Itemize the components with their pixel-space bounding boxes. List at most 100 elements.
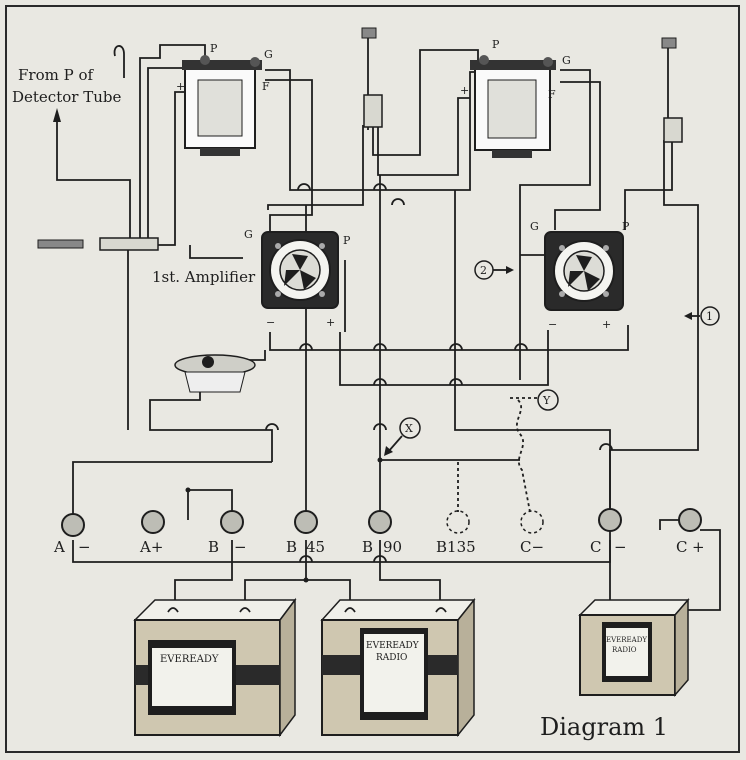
rheostat — [174, 354, 256, 393]
jack2-to-t2-p — [372, 49, 479, 156]
crossover-hop — [373, 183, 387, 191]
terminal-post-icon — [543, 57, 553, 67]
crossover-hop — [449, 343, 463, 351]
b45-battery-a — [244, 540, 307, 600]
battery-brand: EVEREADY — [606, 636, 647, 644]
pin-g-label: G — [530, 220, 539, 233]
terminal-label: B — [362, 538, 373, 556]
terminal-label: C — [676, 538, 687, 556]
t1-g-wire — [265, 69, 478, 191]
terminal-label: C− — [520, 538, 544, 556]
callout-2-label: 2 — [480, 264, 487, 277]
pin-plus-label: + — [460, 84, 469, 97]
terminal-label: B — [208, 538, 219, 556]
crossover-hop — [265, 423, 279, 431]
pin-plus-label: + — [176, 80, 185, 93]
terminal-label: C — [590, 538, 601, 556]
from-p-label: From P of — [18, 66, 94, 84]
crossovers — [185, 183, 613, 583]
tube-socket-icon — [568, 255, 600, 291]
jack-1 — [37, 237, 159, 251]
battery-b2: EVEREADY RADIO — [320, 597, 476, 738]
crossover-hop — [449, 378, 463, 386]
pin-g-label: G — [562, 54, 571, 67]
amp1-grid-wire — [189, 245, 243, 259]
transformer-1: P G + F — [176, 42, 273, 156]
terminal-post-icon — [368, 510, 392, 534]
wire-1 — [609, 140, 699, 510]
b90-battery — [379, 540, 441, 605]
terminal-row — [61, 508, 702, 537]
pin-p-label: P — [210, 42, 218, 55]
terminal-post-icon — [61, 513, 85, 537]
terminal-label: − — [78, 538, 91, 556]
terminal-post-icon — [200, 55, 210, 65]
b-minus-battery — [174, 540, 233, 600]
wires — [53, 30, 721, 611]
amplifier-socket-2: G P − + — [530, 220, 630, 331]
a-minus-feed — [72, 461, 272, 530]
terminal-label: B — [286, 538, 297, 556]
detector-lead-wire — [56, 120, 131, 245]
callout-y-label: Y — [542, 394, 551, 407]
jack3-to-amp2-p — [624, 140, 673, 230]
terminal-label: A — [53, 538, 65, 556]
pin-minus-label: − — [266, 316, 275, 329]
callout-x-label: X — [405, 422, 413, 435]
terminal-label: 90 — [383, 538, 402, 556]
pin-g-label: G — [264, 48, 273, 61]
crossover-hop — [373, 343, 387, 351]
jack-2 — [361, 27, 383, 128]
b45-battery-b — [306, 579, 351, 600]
terminal-post-icon — [220, 510, 244, 534]
jack1-aux — [152, 91, 190, 246]
terminal-label: − — [614, 538, 627, 556]
c-minus-lead — [454, 190, 611, 510]
pin-g-label: G — [244, 228, 253, 241]
callout-x: X — [384, 417, 421, 456]
crossover-hop — [514, 343, 528, 351]
pin-f-label: F — [548, 88, 556, 101]
rheostat-to-a — [149, 385, 273, 462]
a-plus-b-minus-jumper — [187, 489, 233, 520]
pin-plus-label: + — [326, 316, 335, 329]
first-amplifier-label: 1st. Amplifier — [152, 268, 256, 286]
crossover-hop — [373, 423, 387, 431]
callout-y: Y — [537, 389, 559, 411]
t1-f-wire — [265, 79, 313, 232]
pin-f-label: F — [262, 80, 270, 93]
pin-minus-label: − — [548, 318, 557, 331]
callout-2: 2 — [474, 260, 514, 280]
transformer-2: P G + F — [460, 38, 571, 158]
terminal-post-icon — [678, 508, 702, 532]
terminal-label: + — [692, 538, 705, 556]
t2-f-wire — [554, 81, 601, 230]
junction-dot — [185, 487, 191, 493]
c-minus-dashed — [515, 399, 531, 513]
crossover-hop — [599, 443, 613, 451]
terminal-post-icon — [446, 510, 470, 534]
battery-b1: EVEREADY — [133, 597, 297, 738]
detector-tube-label: Detector Tube — [12, 88, 121, 106]
terminal-label: − — [234, 538, 247, 556]
callout-1-label: 1 — [706, 310, 713, 323]
detector-hook — [113, 45, 125, 78]
battery-c: EVEREADY RADIO — [578, 597, 690, 698]
terminal-label: 45 — [306, 538, 325, 556]
jack2-to-t2-plus — [377, 97, 470, 176]
amplifier-socket-1: G P − + — [244, 228, 351, 329]
jack2-to-amp1-p — [267, 125, 364, 210]
terminal-post-icon — [294, 510, 318, 534]
battery-sub: RADIO — [376, 653, 407, 663]
crossover-hop — [391, 198, 405, 206]
pin-p-label: P — [492, 38, 500, 51]
crossover-hop — [299, 555, 313, 563]
terminal-post-icon — [141, 510, 165, 534]
junction-dot — [377, 457, 383, 463]
terminal-post-icon — [250, 57, 260, 67]
crossover-hop — [297, 183, 311, 191]
t2-g-wire — [519, 69, 591, 380]
tube-socket-icon — [284, 254, 316, 290]
